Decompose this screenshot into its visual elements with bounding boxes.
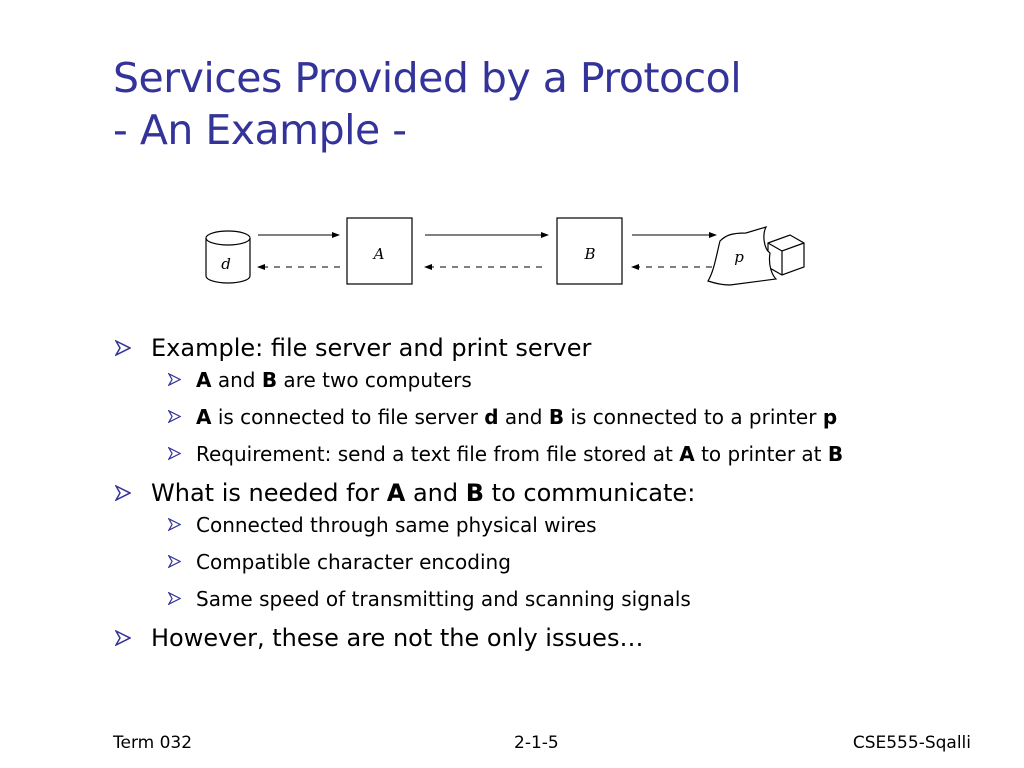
bullet-text: Example: file server and print server [151,334,591,362]
bold-text: B [261,368,278,392]
text-segment: Compatible character encoding [196,550,511,574]
computer-b-box [556,217,623,285]
bold-text: A [196,368,212,392]
text-segment: However, these are not the only issues… [151,624,644,652]
printer-icon: p [707,226,805,286]
bullet-item: Example: file server and print server [113,333,993,363]
arrow-bullet-icon [168,592,181,605]
bold-text: A [679,442,695,466]
footer-slide-number: 2-1-5 [514,733,559,753]
bullet-item: However, these are not the only issues… [113,623,993,653]
text-segment: Same speed of transmitting and scanning … [196,587,691,611]
sub-bullet-item: Compatible character encoding [113,549,993,575]
footer-course: CSE555-Sqalli [852,733,971,753]
sub-bullet-item: A is connected to file server d and B is… [113,404,993,430]
bullet-text: A and B are two computers [196,368,472,392]
node-a-label: A [372,245,385,263]
text-segment: Requirement: send a text file from file … [196,442,680,466]
bold-text: A [386,479,406,507]
text-segment: and [211,368,262,392]
bold-text: p [822,405,838,429]
arrow-bullet-icon [168,518,181,531]
arrow-bullet-icon [168,410,181,423]
arrow-bullet-icon [115,485,131,501]
bold-text: B [548,405,565,429]
text-segment: Connected through same physical wires [196,513,597,537]
slide-title-line1: Services Provided by a Protocol [113,54,742,102]
arrow-bullet-icon [168,447,181,460]
computer-a-box [346,217,413,285]
bullet-text: Compatible character encoding [196,550,511,574]
bullet-text: However, these are not the only issues… [151,624,643,652]
text-segment: What is needed for [151,479,387,507]
bullet-item: What is needed for A and B to communicat… [113,478,993,508]
text-segment: are two computers [277,368,472,392]
text-segment: to communicate: [484,479,696,507]
protocol-diagram: d A B p [205,217,805,286]
text-segment: is connected to a printer [564,405,823,429]
slide-title-line2: - An Example - [113,106,407,154]
node-d-label: d [221,255,231,273]
disk-icon: d [205,230,251,284]
text-segment: Example: file server and print server [151,334,592,362]
text-segment: and [405,479,466,507]
arrow-bullet-icon [168,555,181,568]
text-segment: and [498,405,549,429]
bold-text: A [196,405,212,429]
slide-title: Services Provided by a Protocol - An Exa… [113,52,993,156]
bold-text: B [465,479,485,507]
node-b-label: B [583,245,595,263]
bullet-text: What is needed for A and B to communicat… [151,479,695,507]
text-segment: is connected to file server [211,405,485,429]
arrow-bullet-icon [115,340,131,356]
bullet-text: Requirement: send a text file from file … [196,442,843,466]
sub-bullet-item: A and B are two computers [113,367,993,393]
text-segment: to printer at [694,442,828,466]
arrow-bullet-icon [168,373,181,386]
sub-bullet-item: Requirement: send a text file from file … [113,441,993,467]
bold-text: d [484,405,499,429]
bullet-text: Connected through same physical wires [196,513,597,537]
sub-bullet-item: Connected through same physical wires [113,512,993,538]
bullet-text: A is connected to file server d and B is… [196,405,837,429]
arrow-bullet-icon [115,630,131,646]
bullet-text: Same speed of transmitting and scanning … [196,587,691,611]
footer-term: Term 032 [113,733,193,753]
sub-bullet-item: Same speed of transmitting and scanning … [113,586,993,612]
bold-text: B [827,442,844,466]
node-p-label: p [734,248,744,266]
